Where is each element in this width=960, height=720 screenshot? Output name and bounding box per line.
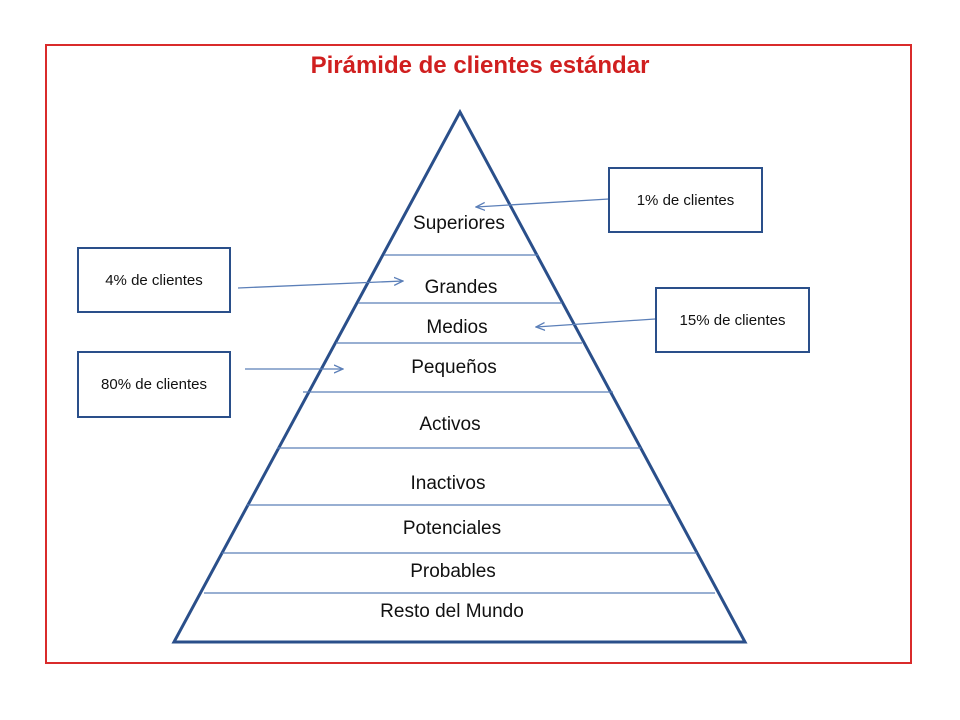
level-label-medios: Medios (426, 317, 487, 338)
level-label-grandes: Grandes (425, 277, 498, 298)
callout-1pct: 1% de clientes (608, 167, 763, 233)
callout-arrows (237, 198, 656, 369)
level-label-pequenos: Pequeños (411, 357, 497, 378)
level-dividers (204, 254, 715, 594)
arrow-4pct-to-grandes (237, 281, 403, 289)
level-label-activos: Activos (419, 414, 480, 435)
pyramid-outline (171, 108, 748, 644)
level-label-inactivos: Inactivos (411, 473, 486, 494)
level-label-probables: Probables (410, 561, 496, 582)
level-label-superiores: Superiores (413, 213, 505, 234)
arrow-15pct-to-medios (536, 318, 656, 327)
level-label-potenciales: Potenciales (403, 518, 501, 539)
callout-15pct: 15% de clientes (655, 287, 810, 353)
diagram-frame (45, 44, 912, 664)
arrow-1pct-to-superiores (476, 198, 610, 207)
callout-4pct: 4% de clientes (77, 247, 231, 313)
callout-80pct: 80% de clientes (77, 351, 231, 418)
diagram-title: Pirámide de clientes estándar (310, 52, 650, 79)
level-label-resto-del-mundo: Resto del Mundo (380, 601, 524, 622)
